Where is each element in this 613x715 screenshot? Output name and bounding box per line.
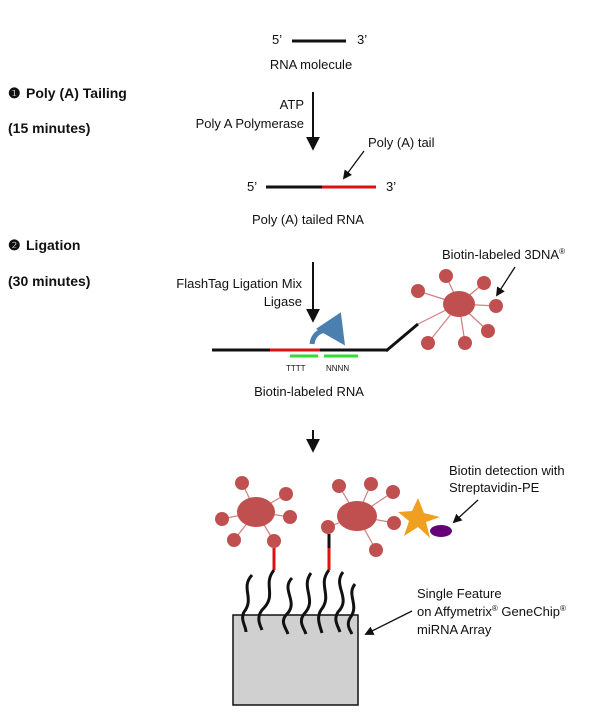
reagent-ligase: Ligase (264, 294, 302, 309)
array-line-1: Single Feature (417, 586, 502, 601)
microarray-feature (232, 569, 359, 706)
dendrimer-pointer (496, 266, 516, 297)
biotin-bead (215, 512, 229, 526)
probe-strands (241, 569, 357, 635)
array-block (232, 614, 359, 706)
biotin-bead (458, 336, 472, 350)
step-2-bullet: ❷ (8, 237, 21, 253)
biotin-bead (279, 487, 293, 501)
dendrimer-core (237, 497, 275, 527)
detection-line-1: Biotin detection with (449, 463, 565, 478)
reagent-ligation-mix: FlashTag Ligation Mix (176, 276, 302, 291)
poly-a-tailed-rna-label: Poly (A) tailed RNA (252, 212, 364, 227)
array-line-3: miRNA Array (417, 622, 492, 637)
biotin-bead (386, 485, 400, 499)
biotin-bead (387, 516, 401, 530)
biotin-bead (369, 543, 383, 557)
seq-tttt: TTTT (286, 364, 306, 373)
biotin-bead (411, 284, 425, 298)
biotin-bead (332, 479, 346, 493)
step-ligation: ❷ Ligation (30 minutes) (8, 237, 90, 289)
biotin-bead (227, 533, 241, 547)
biotin-bead (489, 299, 503, 313)
rna-molecule-label: RNA molecule (270, 57, 352, 72)
biotin-bead (439, 269, 453, 283)
biotin-bead (364, 477, 378, 491)
reagent-poly-a-polymerase: Poly A Polymerase (196, 116, 304, 131)
product-three-prime: 3’ (386, 179, 396, 194)
step-1-title: Poly (A) Tailing (26, 85, 127, 101)
step-1-bullet: ❶ (8, 85, 21, 101)
array-line-2: on Affymetrix® GeneChip® (417, 604, 566, 619)
step-poly-a-tailing: ❶ Poly (A) Tailing (15 minutes) (8, 85, 127, 136)
dendrimer-core (443, 291, 475, 317)
poly-a-tail-pointer (342, 150, 365, 180)
dendrimer-3dna (411, 269, 503, 350)
biotin-bead (321, 520, 335, 534)
biotin-bead (421, 336, 435, 350)
linker-diagonal (385, 322, 419, 353)
biotin-labeled-rna: TTTT NNNN Biotin-labeled RNA (212, 309, 447, 399)
biotin-bead (477, 276, 491, 290)
biotin-bead (283, 510, 297, 524)
biotin-bead (235, 476, 249, 490)
rna-molecule: 5’ 3’ RNA molecule (270, 32, 367, 72)
streptavidin-star (398, 498, 440, 538)
array-pointer (364, 610, 413, 635)
poly-a-tail-label: Poly (A) tail (368, 135, 435, 150)
reagent-atp: ATP (280, 97, 304, 112)
three-prime-label: 3’ (357, 32, 367, 47)
dendrimer-on-array-right (321, 477, 452, 570)
seq-nnnn: NNNN (326, 364, 349, 373)
biotin-bead (481, 324, 495, 338)
dendrimer-on-array-left (215, 476, 297, 570)
detection-pointer (452, 499, 479, 524)
step-2-title: Ligation (26, 237, 80, 253)
poly-a-tailed-rna: 5’ 3’ Poly (A) tailed RNA (247, 179, 396, 227)
step-1-duration: (15 minutes) (8, 120, 90, 136)
five-prime-label: 5’ (272, 32, 282, 47)
phycoerythrin (430, 525, 452, 537)
dendrimer-tether (417, 309, 447, 325)
biotin-labeled-rna-label: Biotin-labeled RNA (254, 384, 364, 399)
step-2-duration: (30 minutes) (8, 273, 90, 289)
dendrimer-core (337, 501, 377, 531)
detection-line-2: Streptavidin-PE (449, 480, 540, 495)
biotin-bead (267, 534, 281, 548)
ligation-curved-arrow (309, 312, 346, 346)
dendrimer-label: Biotin-labeled 3DNA® (442, 247, 565, 262)
product-five-prime: 5’ (247, 179, 257, 194)
